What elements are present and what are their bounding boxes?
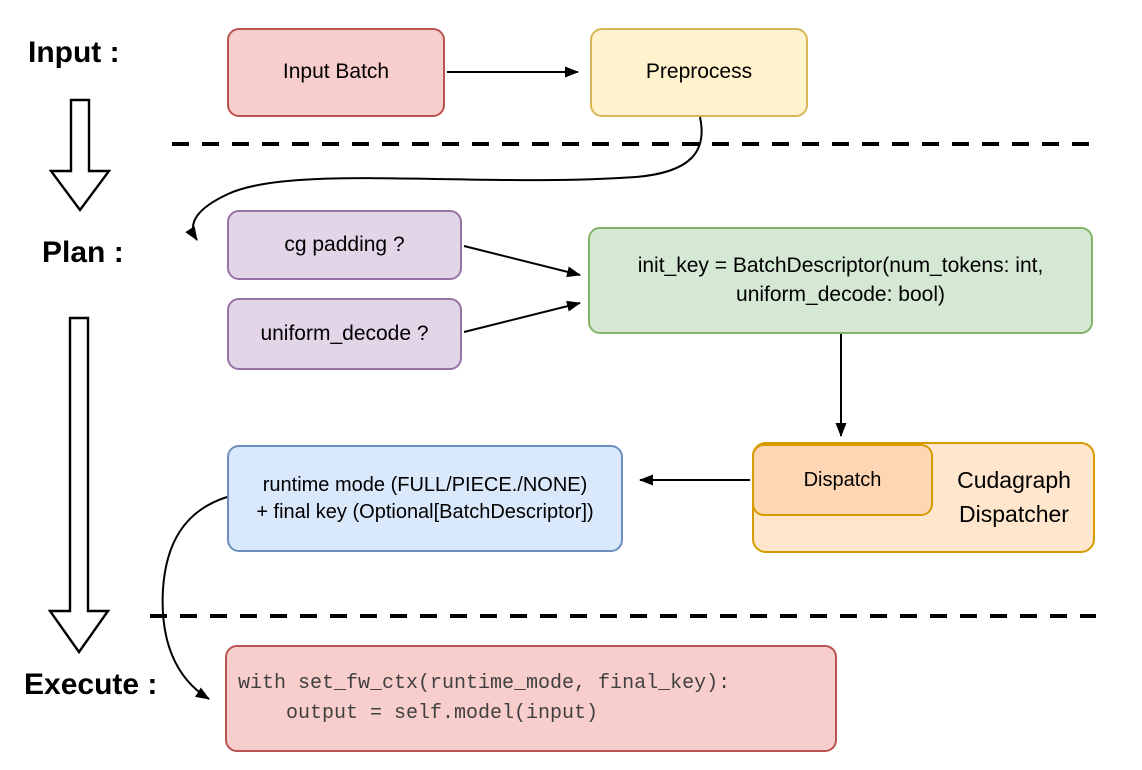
node-init-key-line1: init_key = BatchDescriptor(num_tokens: i…	[637, 254, 1044, 278]
execute-code-line1: with set_fw_ctx(runtime_mode, final_key)…	[238, 671, 731, 695]
stage-label-execute: Execute :	[24, 668, 158, 701]
node-uniform-decode: uniform_decode ?	[227, 298, 462, 370]
cudagraph-label-line1: Cudagraph	[957, 467, 1071, 494]
connector-uniform-decode-to-init-key	[463, 300, 581, 333]
connector-runtime-result-to-execute-code	[161, 496, 228, 700]
node-init-key-line2: uniform_decode: bool)	[736, 282, 945, 306]
connector-cg-padding-to-init-key	[463, 245, 581, 278]
node-cg-padding-label: cg padding ?	[284, 232, 405, 256]
node-preprocess-label: Preprocess	[645, 60, 753, 84]
node-dispatch-label: Dispatch	[803, 468, 882, 491]
node-uniform-decode-label: uniform_decode ?	[260, 321, 429, 345]
node-preprocess: Preprocess	[590, 28, 808, 117]
node-init-key: init_key = BatchDescriptor(num_tokens: i…	[588, 227, 1093, 334]
node-dispatch: Dispatch	[752, 444, 933, 516]
stage-arrow-plan-to-execute-icon	[47, 316, 111, 655]
node-runtime-result: runtime mode (FULL/PIECE./NONE) + final …	[227, 445, 623, 552]
stage-arrow-input-to-plan-icon	[48, 98, 112, 213]
stage-label-input: Input :	[28, 36, 120, 69]
node-cg-padding: cg padding ?	[227, 210, 462, 280]
node-runtime-result-line2: + final key (Optional[BatchDescriptor])	[256, 500, 594, 523]
node-input-batch-label: Input Batch	[282, 60, 390, 84]
node-input-batch: Input Batch	[227, 28, 445, 117]
execute-code-line2: output = self.model(input)	[238, 701, 599, 725]
node-cudagraph-dispatcher-label: Cudagraph Dispatcher	[933, 442, 1095, 553]
node-execute-code: with set_fw_ctx(runtime_mode, final_key)…	[225, 645, 837, 752]
cudagraph-label-line2: Dispatcher	[959, 500, 1069, 527]
node-runtime-result-line1: runtime mode (FULL/PIECE./NONE)	[262, 473, 588, 496]
stage-label-plan: Plan :	[42, 236, 124, 269]
